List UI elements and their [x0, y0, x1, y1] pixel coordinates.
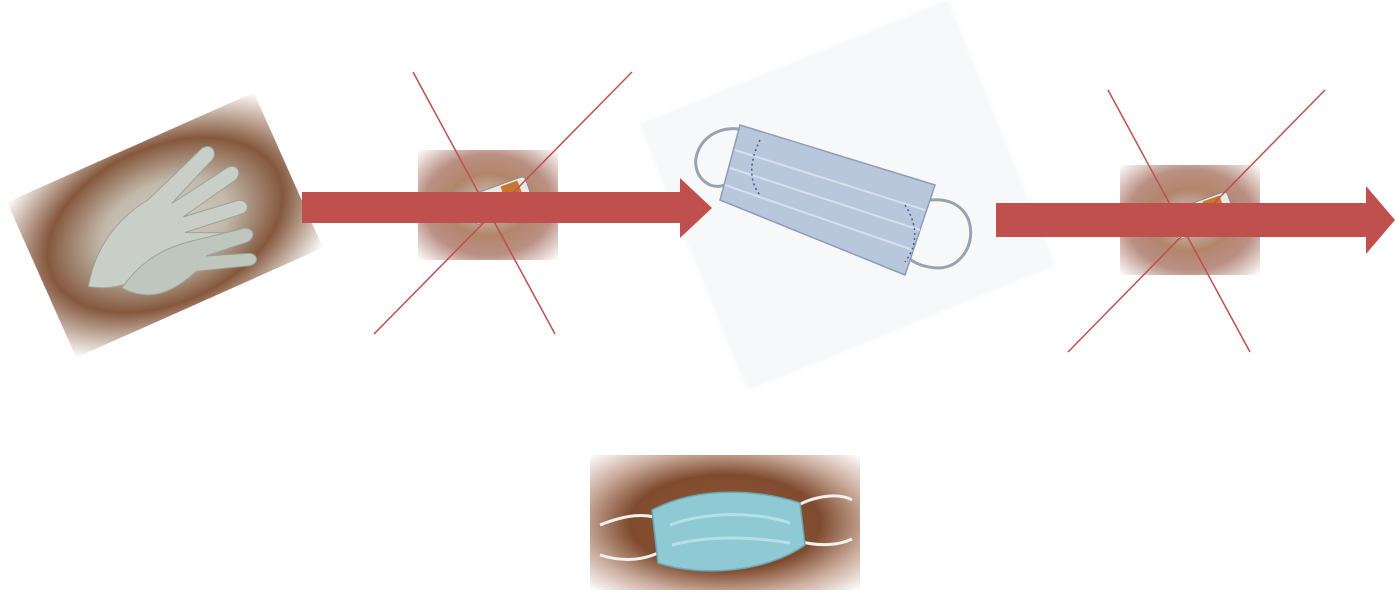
arrow-2	[996, 186, 1395, 254]
arrow-1	[302, 178, 712, 238]
